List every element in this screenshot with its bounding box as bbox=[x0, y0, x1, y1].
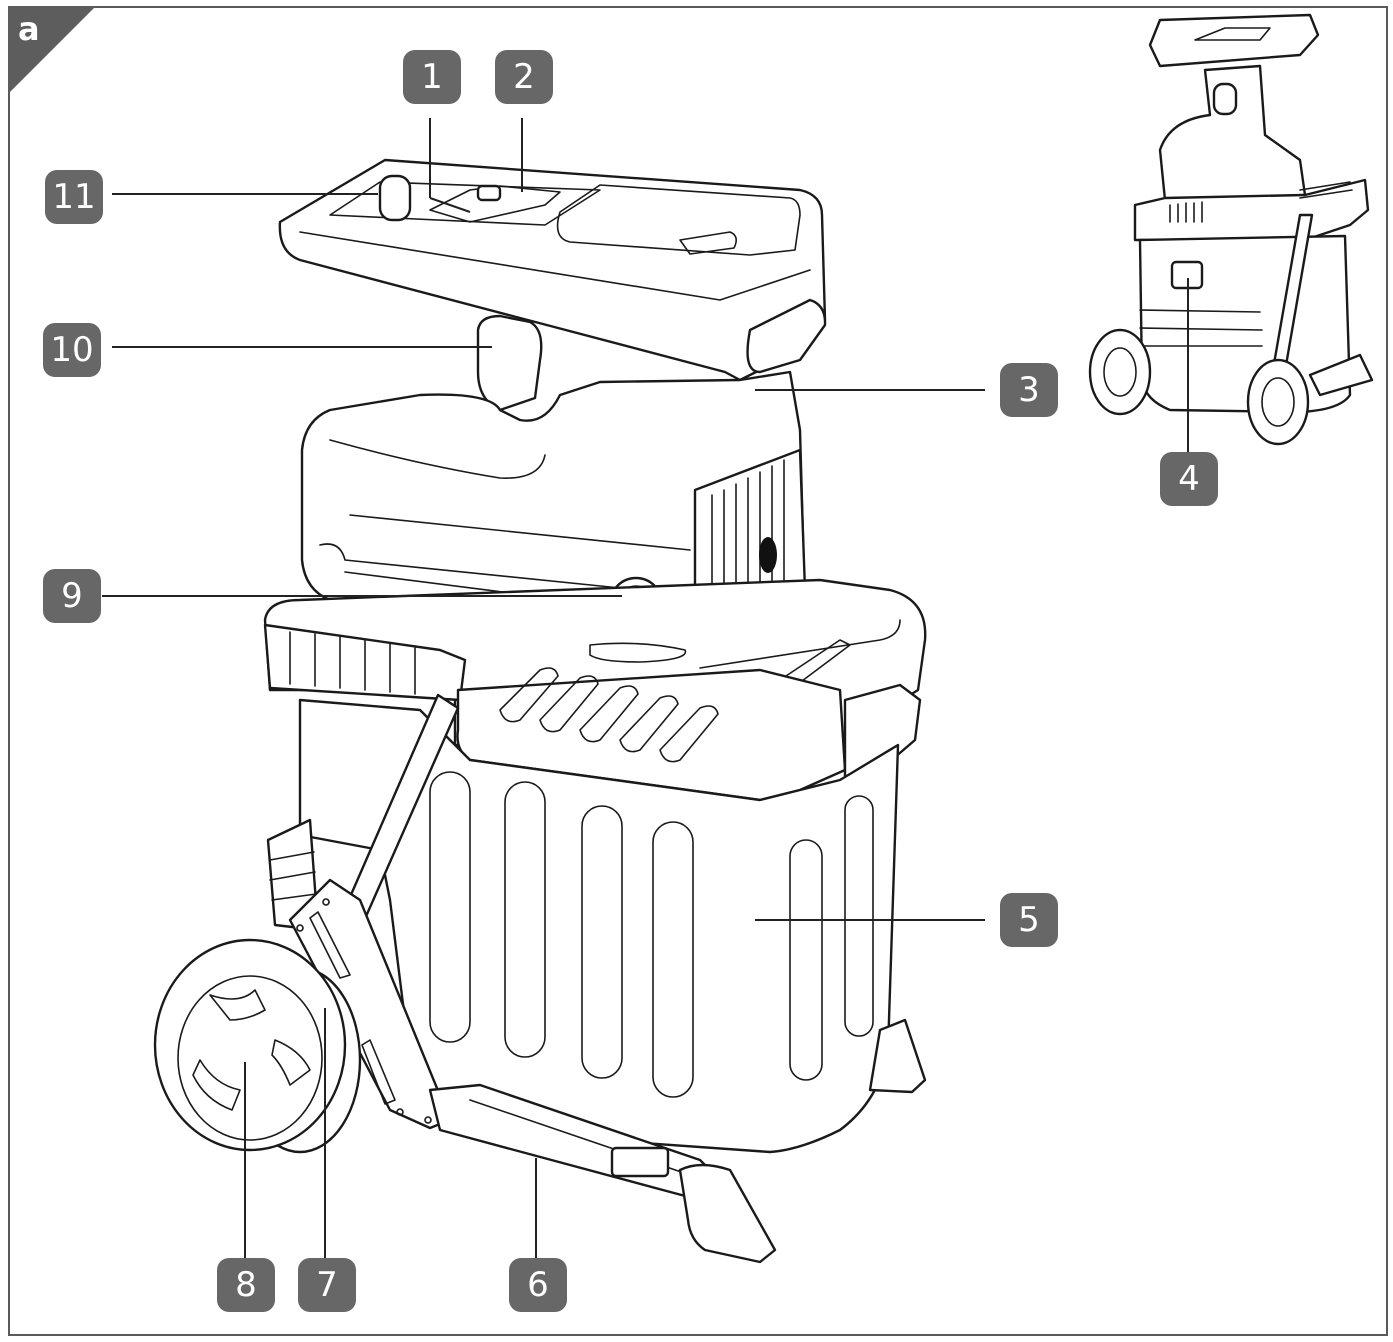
feed-lever bbox=[378, 174, 412, 222]
leader-lines bbox=[102, 118, 1189, 1258]
figure-frame bbox=[8, 6, 1388, 1336]
callout-9: 9 bbox=[43, 569, 101, 623]
callout-4: 4 bbox=[1160, 452, 1218, 506]
top-handle bbox=[476, 314, 543, 412]
callout-6: 6 bbox=[509, 1258, 567, 1312]
callout-5: 5 bbox=[1000, 893, 1058, 947]
front-foot bbox=[678, 1163, 777, 1264]
main-shredder-drawing bbox=[153, 158, 927, 1264]
callout-1: 1 bbox=[403, 50, 461, 104]
panel-letter: a bbox=[18, 10, 40, 48]
callout-7: 7 bbox=[298, 1258, 356, 1312]
callout-2: 2 bbox=[495, 50, 553, 104]
callout-10: 10 bbox=[43, 323, 101, 377]
callout-3: 3 bbox=[1000, 363, 1058, 417]
callout-8: 8 bbox=[217, 1258, 275, 1312]
callout-11: 11 bbox=[45, 170, 103, 224]
inset-shredder-drawing bbox=[1088, 13, 1374, 446]
wheel bbox=[153, 938, 362, 1154]
